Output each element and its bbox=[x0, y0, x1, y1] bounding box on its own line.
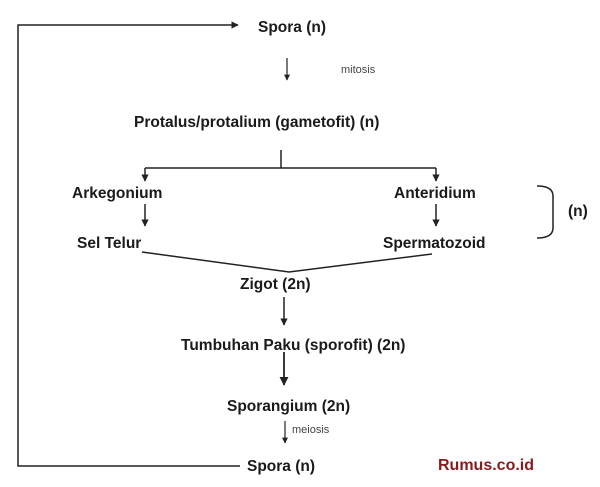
label-meiosis: meiosis bbox=[292, 424, 330, 436]
node-spora-top: Spora (n) bbox=[258, 19, 327, 36]
label-mitosis: mitosis bbox=[341, 64, 376, 76]
node-tumbuhan-paku: Tumbuhan Paku (sporofit) (2n) bbox=[181, 337, 406, 354]
node-sporangium: Sporangium (2n) bbox=[227, 398, 351, 415]
node-spermatozoid: Spermatozoid bbox=[383, 235, 486, 252]
cycle-return-arrow bbox=[17, 21, 240, 467]
node-arkegonium: Arkegonium bbox=[72, 185, 163, 202]
fertilization-lines bbox=[141, 251, 433, 273]
node-zigot: Zigot (2n) bbox=[240, 276, 311, 293]
label-haploid: (n) bbox=[568, 203, 588, 220]
haploid-bracket bbox=[536, 185, 554, 239]
node-sel-telur: Sel Telur bbox=[77, 235, 142, 252]
node-spora-bottom: Spora (n) bbox=[247, 458, 316, 475]
watermark-logo: Rumus.co.id bbox=[438, 457, 535, 474]
node-protalus: Protalus/protalium (gametofit) (n) bbox=[134, 114, 380, 131]
node-anteridium: Anteridium bbox=[394, 185, 476, 202]
